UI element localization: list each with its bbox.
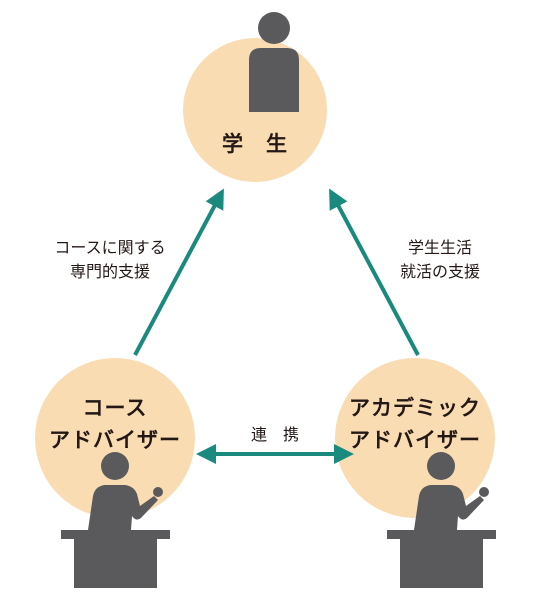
academic-advisor-label: アカデミック アドバイザー: [340, 393, 490, 456]
course-advisor-label: コース アドバイザー: [40, 393, 190, 456]
course-advisor-icon: [61, 452, 170, 588]
left-edge-line2: 専門的支援: [69, 262, 150, 281]
student-label: 学 生: [195, 129, 315, 161]
course-advisor-node: [35, 358, 195, 518]
left-arrow: [133, 188, 224, 356]
course-advisor-line1: コース: [82, 396, 148, 420]
bottom-edge-text: 連 携: [250, 425, 299, 444]
right-edge-line1: 学生生活: [407, 238, 472, 257]
bottom-edge-label: 連 携: [225, 423, 325, 447]
student-label-text: 学 生: [222, 132, 288, 156]
academic-advisor-line2: アドバイザー: [349, 427, 481, 452]
left-edge-label: コースに関する 専門的支援: [40, 236, 180, 284]
course-advisor-line2: アドバイザー: [49, 427, 181, 452]
left-edge-line1: コースに関する: [54, 238, 166, 257]
academic-advisor-line1: アカデミック: [349, 396, 481, 420]
student-icon: [249, 12, 299, 112]
academic-advisor-node: [335, 358, 495, 518]
academic-advisor-icon: [387, 452, 496, 588]
right-arrow: [329, 188, 420, 356]
right-edge-label: 学生生活 就活の支援: [380, 236, 500, 284]
right-edge-line2: 就活の支援: [399, 262, 480, 281]
